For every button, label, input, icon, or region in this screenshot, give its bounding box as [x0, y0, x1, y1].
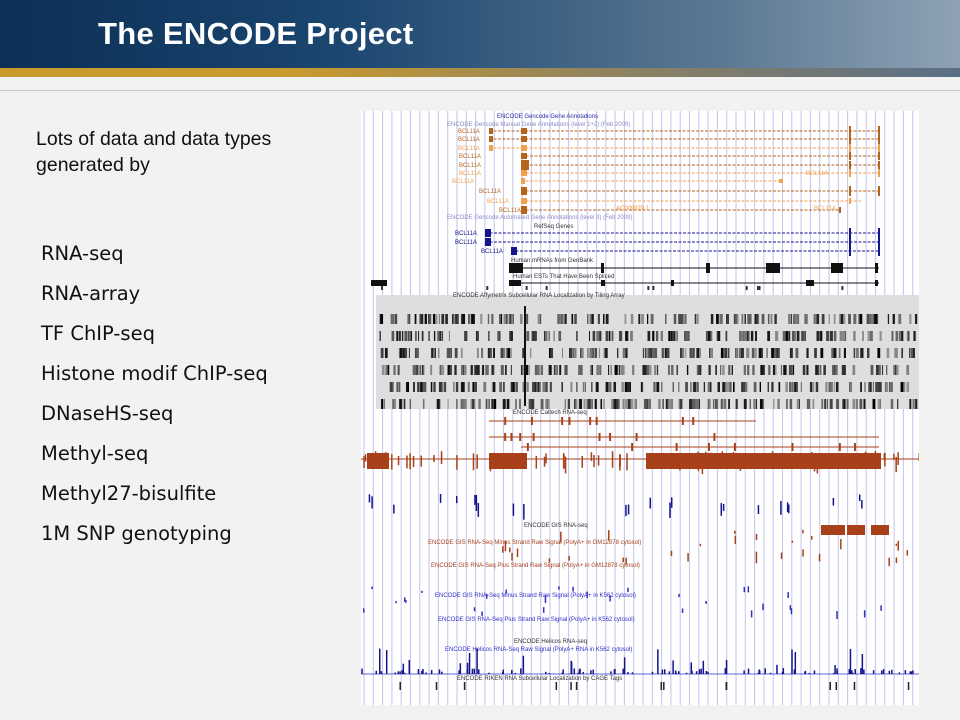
track-label: ENCODE Gencode Automated Gene Annotation…: [447, 215, 632, 221]
svg-text:BCL11A: BCL11A: [455, 231, 477, 237]
page-title: The ENCODE Project: [98, 16, 414, 51]
track-label: Human mRNAs from GenBank: [511, 258, 594, 264]
accent-bar: [0, 68, 960, 77]
track-label: ENCODE GIS RNA-seq: [524, 523, 588, 529]
data-type-list: RNA-seq RNA-array TF ChIP-seq Histone mo…: [41, 240, 268, 560]
track-label: ENCODE GIS RNA-Seq Plus Strand Raw Signa…: [431, 563, 640, 569]
divider: [0, 90, 960, 91]
track-label: Human ESTs That Have Been Spliced: [513, 274, 614, 280]
svg-text:BCL11A: BCL11A: [459, 154, 481, 160]
track-label: ENCODE Gencode Gene Annotations: [497, 114, 598, 120]
track-label: ENCODE Affymetrix Subcellular RNA Locali…: [453, 293, 625, 299]
svg-text:BCL11A: BCL11A: [458, 129, 480, 135]
data-type-item: TF ChIP-seq: [41, 322, 155, 345]
genome-browser-image: ENCODE Gencode Gene Annotations ENCODE G…: [361, 111, 919, 705]
track-label: ENCODE RIKEN RNA Subcellular Localizatio…: [457, 676, 622, 682]
svg-text:BCL11A: BCL11A: [458, 146, 480, 152]
svg-text:BCL11A: BCL11A: [806, 171, 828, 177]
data-type-item: RNA-array: [41, 282, 141, 305]
data-type-item: 1M SNP genotyping: [41, 522, 232, 545]
svg-text:BCL11A: BCL11A: [499, 208, 521, 214]
track-label: ENCODE GIS RNA-Seq Minus Strand Raw Sign…: [428, 540, 641, 546]
track-label: ENCODE Caltech RNA-seq: [513, 410, 587, 416]
intro-text: Lots of data and data types generated by: [36, 128, 272, 176]
svg-text:BCL11A: BCL11A: [459, 171, 481, 177]
svg-text:BCL11A: BCL11A: [487, 199, 509, 205]
track-label: ENCODE Helicos RNA-seq: [514, 639, 587, 645]
data-type-item: Methyl27-bisulfite: [41, 482, 217, 505]
title-bar: The ENCODE Project: [0, 0, 960, 68]
svg-text:BCL11A: BCL11A: [481, 249, 503, 255]
svg-text:BCL11A: BCL11A: [458, 137, 480, 143]
data-type-item: Methyl-seq: [41, 442, 149, 465]
track-label: ENCODE GIS RNA-Seq Plus Strand Raw Signa…: [438, 617, 635, 623]
data-type-item: RNA-seq: [41, 242, 124, 265]
svg-text:BCL11A: BCL11A: [455, 240, 477, 246]
track-label: AC009970.1: [616, 206, 650, 212]
track-label: ENCODE GIS RNA-Seq Minus Strand Raw Sign…: [435, 593, 636, 599]
track-label: ENCODE Helicos RNA-Seq Raw Signal (PolyA…: [445, 647, 632, 653]
track-label: RefSeq Genes: [534, 224, 573, 230]
data-type-item: Histone modif ChIP-seq: [41, 362, 268, 385]
svg-text:BCL11A: BCL11A: [479, 189, 501, 195]
svg-text:BCL11A: BCL11A: [814, 206, 836, 212]
data-type-item: DNaseHS-seq: [41, 402, 174, 425]
svg-text:BCL11A: BCL11A: [452, 179, 474, 185]
svg-text:BCL11A: BCL11A: [459, 163, 481, 169]
track-label: ENCODE Gencode Manual Gene Annotations (…: [447, 122, 630, 128]
